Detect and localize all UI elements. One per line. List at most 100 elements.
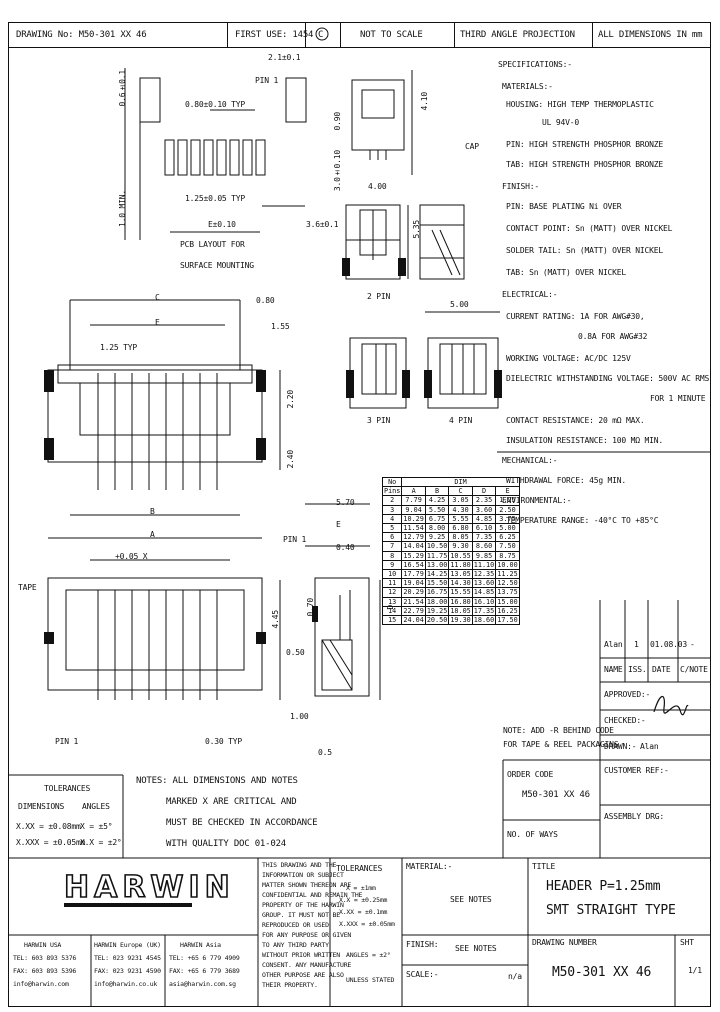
addr-uk: FAX: 023 9231 4590 — [94, 967, 161, 975]
spec-line: DIELECTRIC WITHSTANDING VOLTAGE: 500V AC… — [506, 374, 710, 383]
spec-line: CURRENT RATING: 1A FOR AWG#30, — [506, 312, 645, 321]
assembly-drg: ASSEMBLY DRG: — [604, 812, 665, 821]
material-label: MATERIAL:- — [406, 862, 453, 871]
table-cell: 22.79 — [401, 605, 426, 617]
label-4-pin: 4 PIN — [449, 416, 473, 425]
table-header: DIM — [401, 476, 520, 488]
table-cell: 4.25 — [424, 495, 450, 506]
signature-icon — [653, 695, 689, 716]
table-header: No — [381, 476, 403, 488]
table-cell: 6 — [381, 532, 403, 543]
table-cell: 13.75 — [495, 587, 520, 598]
label-240: 2.40 — [286, 450, 295, 469]
addr-usa: info@harwin.com — [13, 980, 69, 988]
tol2-line: UNLESS STATED — [346, 976, 395, 984]
header-sep — [454, 22, 455, 47]
table-cell: 11.10 — [471, 559, 497, 571]
logo-underline — [64, 903, 192, 907]
table-cell: 12 — [381, 587, 403, 598]
table-header: D — [471, 486, 497, 497]
table-cell: 9.04 — [401, 504, 426, 515]
copyright-line: CONSENT. ANY MANUFACTURE — [262, 961, 352, 969]
table-cell: 20.29 — [401, 587, 426, 598]
label-pitch-080: 0.80±0.10 TYP — [185, 100, 246, 109]
table-cell: 15.29 — [401, 550, 426, 561]
table-cell: 11.80 — [448, 559, 473, 571]
label-220: 2.20 — [286, 390, 295, 409]
label-080: 0.80 — [256, 296, 275, 305]
table-cell: 10.00 — [495, 559, 520, 571]
addr-uk: TEL: 023 9231 4545 — [94, 954, 161, 962]
label-a-dim: A — [150, 530, 155, 539]
table-cell: 14.85 — [471, 587, 497, 598]
projection: THIRD ANGLE PROJECTION — [460, 30, 575, 40]
tol2-line: X = ±1mm — [346, 884, 376, 892]
copyright-line: INFORMATION OR SUBJECT — [262, 871, 344, 879]
table-cell: 13.05 — [448, 569, 473, 580]
table-cell: 6.80 — [448, 523, 473, 534]
label-dim-40: 4.00 — [368, 182, 387, 191]
label-155: 1.55 — [271, 322, 290, 331]
label-dim-535: 5.35 — [412, 220, 421, 239]
note-line: WITH QUALITY DOC 01-024 — [166, 839, 287, 849]
table-cell: 15.50 — [424, 578, 450, 589]
drawn-label: DRAWN:- — [604, 742, 637, 751]
label-050: 0.50 — [286, 648, 305, 657]
table-cell: 21.54 — [401, 596, 426, 607]
label-c-top: C — [155, 293, 160, 302]
table-cell: 17.50 — [495, 615, 520, 626]
spec-line: MECHANICAL:- — [502, 456, 558, 465]
spec-line: HOUSING: HIGH TEMP THERMOPLASTIC — [506, 100, 654, 109]
rev-date: 01.08.03 — [650, 640, 687, 649]
table-cell: 8.75 — [495, 550, 520, 561]
table-cell: 9.25 — [424, 532, 450, 543]
spec-line: MATERIALS:- — [502, 82, 553, 91]
spec-line: CONTACT POINT: Sn (MATT) OVER NICKEL — [506, 224, 673, 233]
spec-line: 0.8A FOR AWG#32 — [578, 332, 648, 341]
label-pin1-top: PIN 1 — [255, 76, 279, 85]
addr-usa: FAX: 603 893 5396 — [13, 967, 77, 975]
table-cell: 15.55 — [448, 587, 473, 598]
tol-line: X.XX = ±0.08mm — [16, 822, 81, 831]
table-cell: 18.60 — [471, 615, 497, 626]
addr-uk: HARWIN Europe (UK) — [94, 941, 161, 949]
tol2-line: X.X = ±0.25mm — [339, 896, 388, 904]
copyright-line: FOR ANY PURPOSE OR GIVEN — [262, 931, 352, 939]
table-header: A — [401, 486, 426, 497]
label-e-top: E — [155, 318, 160, 327]
title-label: TITLE — [532, 862, 556, 871]
table-cell: 11.25 — [495, 569, 520, 580]
table-cell: 9 — [381, 559, 403, 571]
drawing-number-value: M50-301 XX 46 — [552, 965, 652, 980]
label-b-dim: B — [150, 507, 155, 516]
finish-label: FINISH: — [406, 940, 439, 949]
order-code-value: M50-301 XX 46 — [522, 790, 590, 800]
table-cell: 4.30 — [448, 504, 473, 515]
spec-line: CONTACT RESISTANCE: 20 mΩ MAX. — [506, 416, 645, 425]
tol2-line: ANGLES = ±2° — [346, 951, 391, 959]
label-dim-10min: 1.0 MIN. — [118, 190, 127, 227]
table-cell: 13 — [381, 596, 403, 607]
label-100: 1.00 — [290, 712, 309, 721]
table-cell: 16.10 — [471, 596, 497, 607]
table-cell: 3 — [381, 504, 403, 515]
table-header: Pins — [381, 486, 403, 497]
table-cell: 17.35 — [471, 605, 497, 617]
sheet-label: SHT — [680, 938, 694, 947]
first-use: FIRST USE: 1454 — [235, 30, 314, 40]
label-2-pin: 2 PIN — [367, 292, 391, 301]
spec-line: FINISH:- — [502, 182, 539, 191]
table-cell: 15.00 — [495, 596, 520, 607]
addr-asia: HARWIN Asia — [180, 941, 221, 949]
label-pcb-layout-1: PCB LAYOUT FOR — [180, 240, 245, 249]
tol2-line: X.XX = ±0.1mm — [339, 908, 388, 916]
